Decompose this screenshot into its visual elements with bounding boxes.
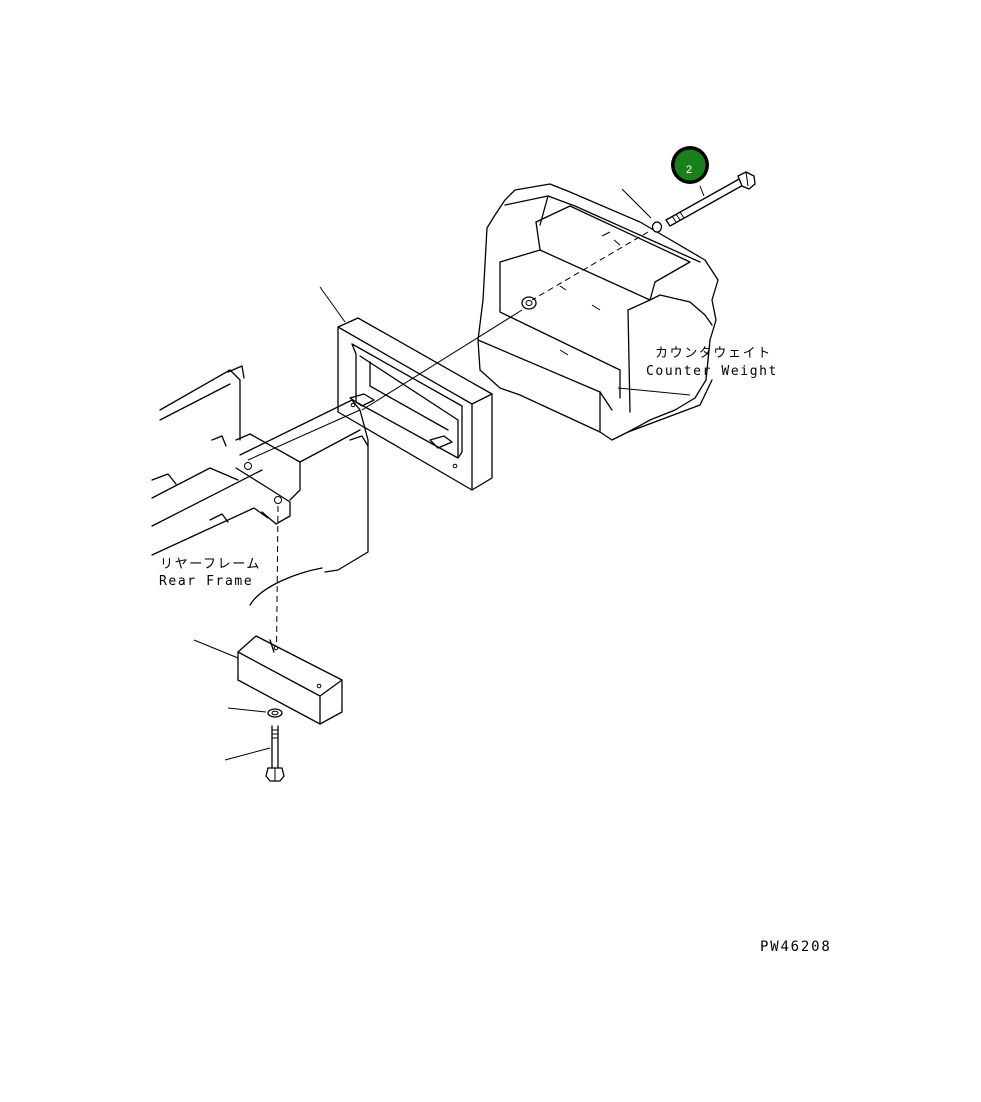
- counterweight: [477, 183, 719, 441]
- counterweight-label-en: Counter Weight: [646, 364, 778, 379]
- drawing-code: PW46208: [760, 939, 832, 955]
- rear-frame: [151, 365, 369, 606]
- bolt-assembly-lower: [224, 707, 285, 782]
- lower-block: [193, 635, 343, 725]
- callout-marker-2[interactable]: 2: [671, 146, 709, 184]
- counterweight-label-jp: カウンタウェイト: [655, 346, 772, 361]
- callout-fill: [674, 149, 706, 181]
- rear-frame-label-jp: リヤーフレーム: [160, 557, 261, 572]
- rear-frame-label-en: Rear Frame: [159, 574, 253, 589]
- callout-number: 2: [686, 164, 692, 176]
- bolt-assembly-upper: [621, 171, 756, 233]
- connection-line: [361, 309, 523, 411]
- mounting-plate: [319, 286, 493, 491]
- alignment-line-upper: [531, 231, 649, 301]
